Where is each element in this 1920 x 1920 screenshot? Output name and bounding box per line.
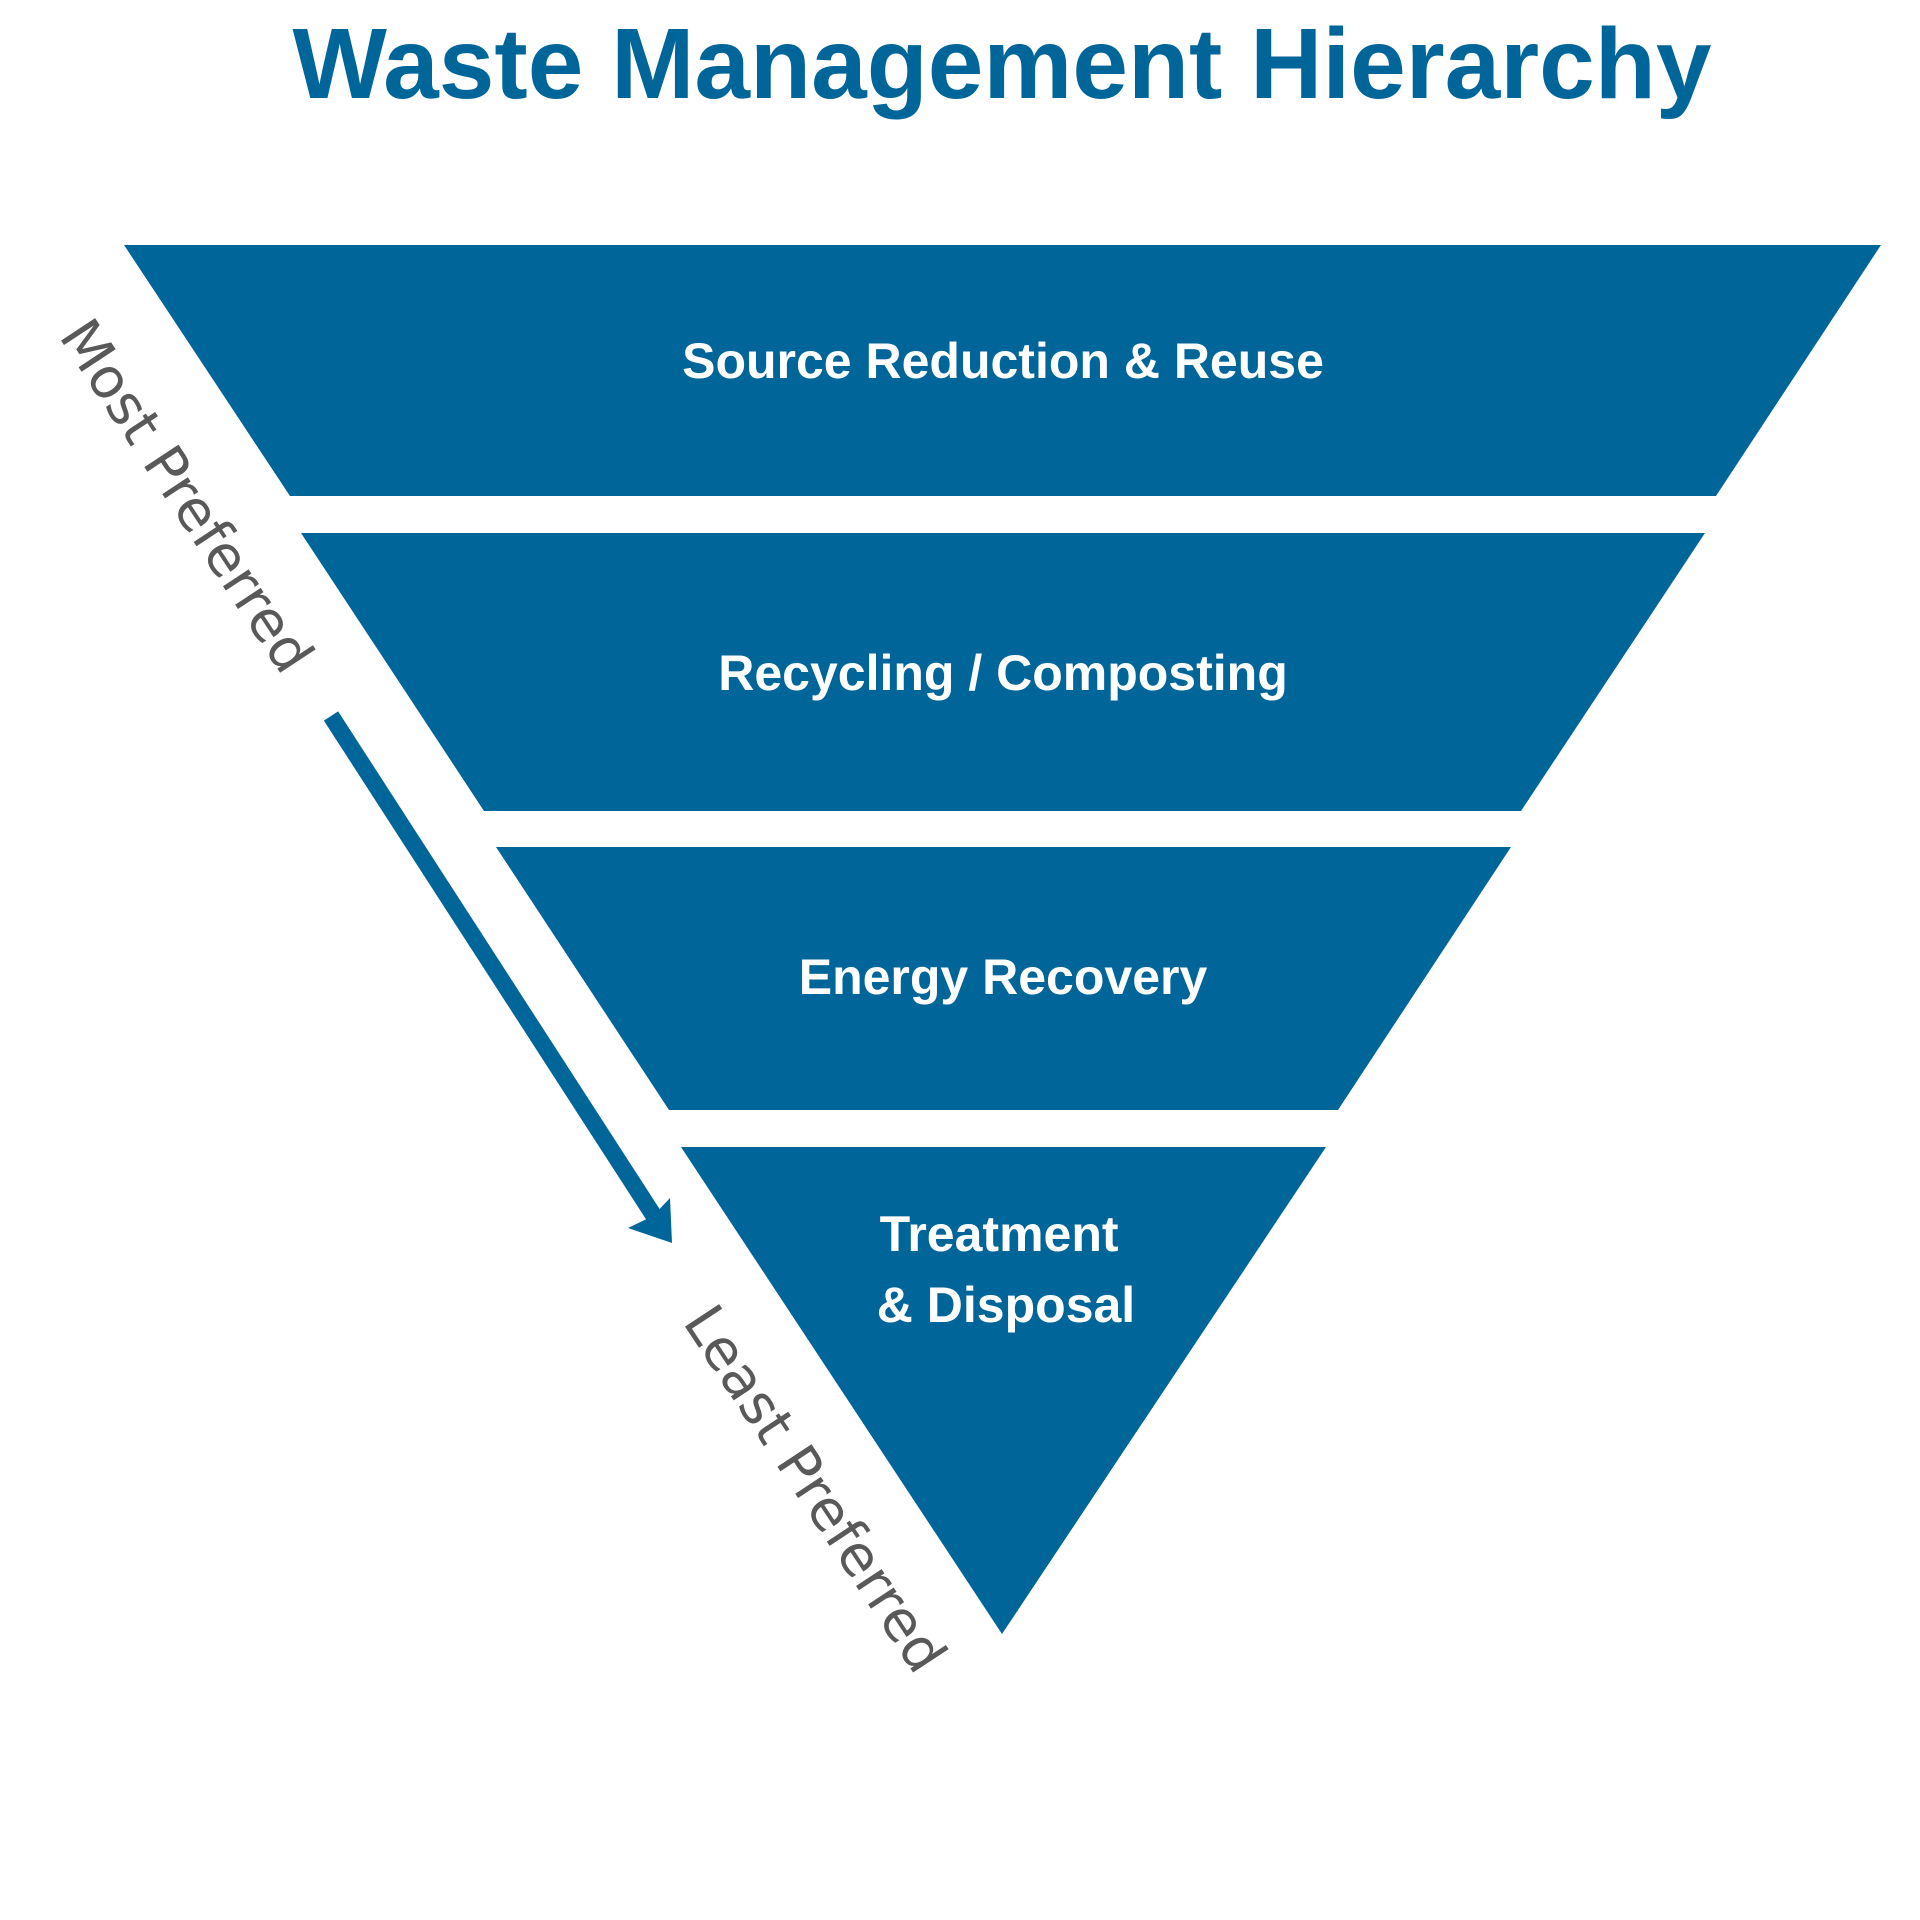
preference-arrow	[323, 711, 672, 1243]
tier-energy-recovery: Energy Recovery	[496, 847, 1511, 1110]
tier-2-label: Recycling / Composting	[718, 645, 1288, 701]
preference-arrow-shaft	[323, 711, 662, 1221]
tier-1-shape	[124, 245, 1881, 496]
preference-arrow-head	[628, 1198, 672, 1243]
tier-3-label: Energy Recovery	[799, 949, 1208, 1005]
tier-treatment-disposal: Treatment & Disposal	[681, 1147, 1326, 1634]
tier-4-label: Treatment & Disposal	[877, 1206, 1135, 1333]
tier-recycling-composting: Recycling / Composting	[301, 533, 1705, 811]
tier-4-shape	[681, 1147, 1326, 1634]
tier-2-shape	[301, 533, 1705, 811]
diagram-title: Waste Management Hierarchy	[293, 8, 1712, 120]
tier-1-label: Source Reduction & Reuse	[682, 333, 1324, 389]
tier-3-shape	[496, 847, 1511, 1110]
tier-source-reduction-reuse: Source Reduction & Reuse	[124, 245, 1881, 496]
